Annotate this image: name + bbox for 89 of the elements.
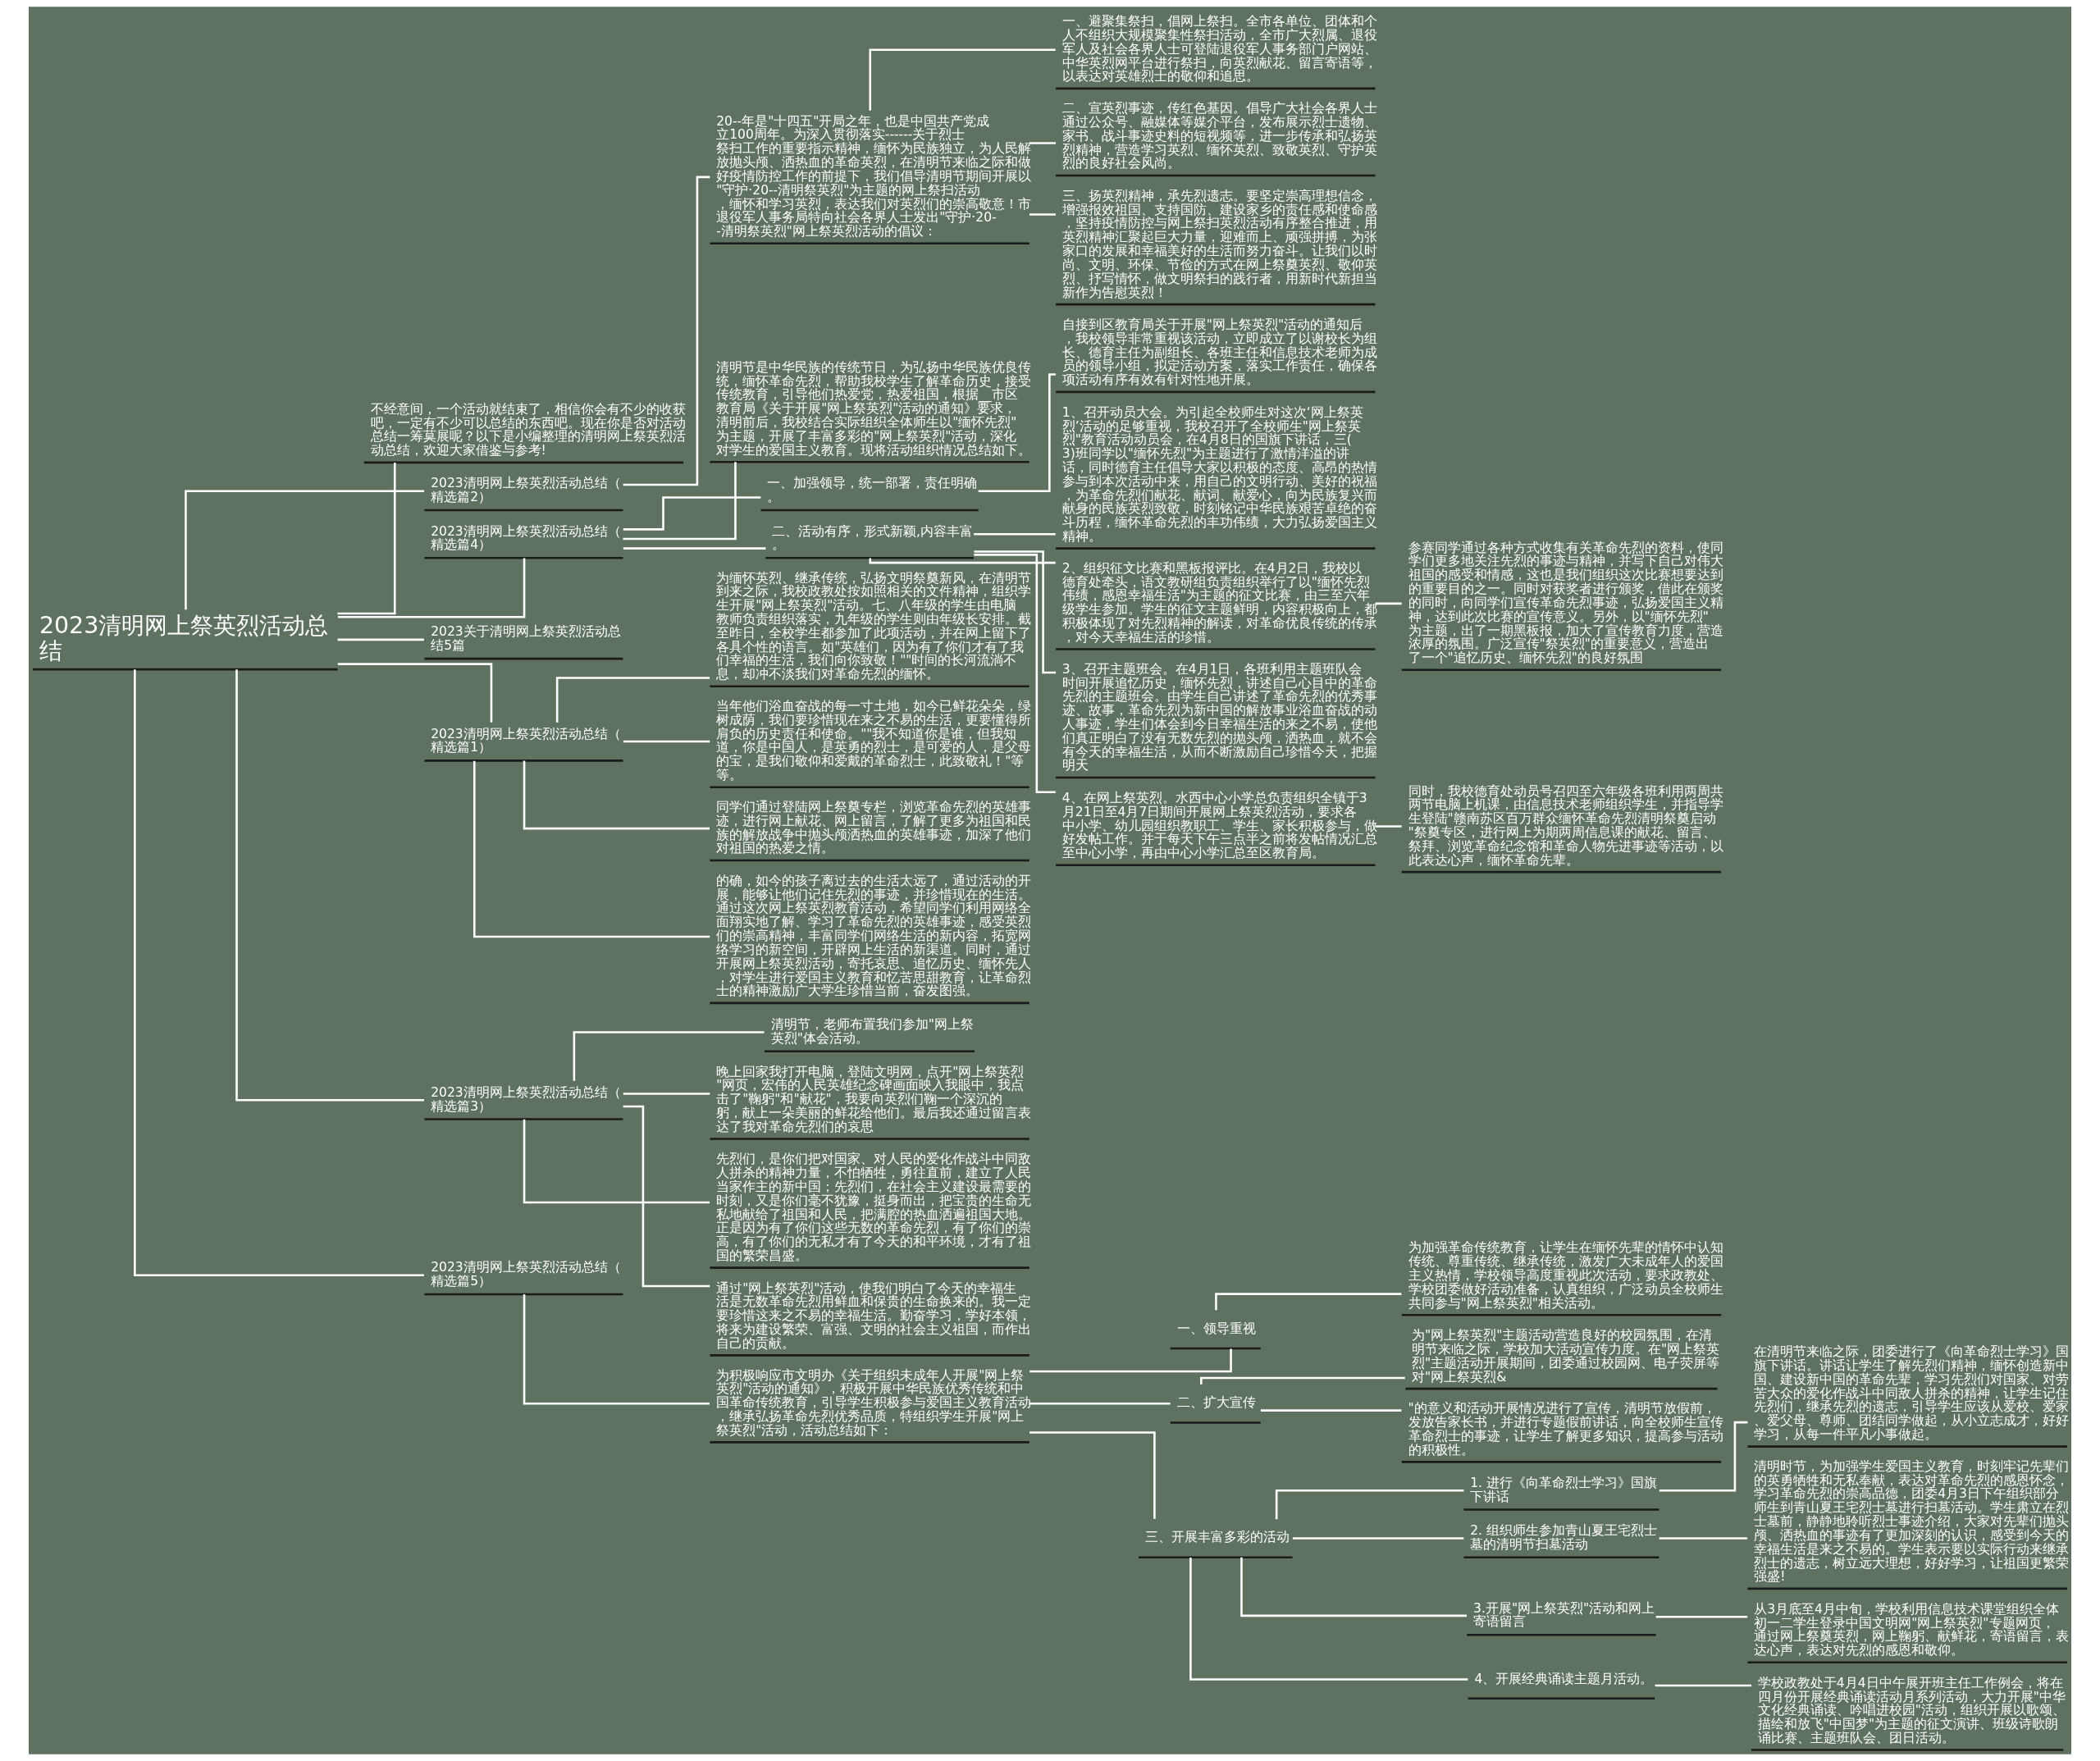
connector xyxy=(1260,1409,1402,1412)
node-text: 2023关于清明网上祭英烈活动总结5篇 xyxy=(431,624,621,654)
connector xyxy=(573,1031,765,1081)
node-text: 通过"网上祭英烈"活动，使我们明白了今天的幸福生活是无数革命先烈用鲜血和保贵的生命换来的。我一定要珍惜这来之不易的幸福生活。勤奋学习，学好本领，将来为建设繁荣、富强、文明的社会主义祖国，而作出自己的贡献。 xyxy=(716,1280,1032,1351)
node-text: 2023清明网上祭英烈活动总结 xyxy=(39,611,329,664)
connector xyxy=(1375,825,1402,828)
connector xyxy=(1189,1558,1468,1681)
connector xyxy=(1029,1348,1232,1373)
connector xyxy=(869,48,1056,111)
connector xyxy=(472,760,710,938)
connector xyxy=(869,558,1056,564)
connector xyxy=(1200,1376,1405,1385)
connector xyxy=(974,532,1056,536)
connector xyxy=(1655,1684,1751,1687)
node-text: 20--年是"十四五"开局之年，也是中国共产党成立100周年。为深入贯彻落实------关于烈士祭扫工作的重要指示精神，缅怀为民族独立，为人民解放抛头颅、洒热血的革命英烈，在清明节来临之际和做好疫情防控工作的前提下，我们倡导清明节期间开展以"守护·20--清明祭英烈"为主题的网上祭扫活动，缅怀和学习英烈，表达我们对英烈们的崇高敬意！市退役军人事务局特向社会各界人士发出"守护·20--清明祭英烈"网上祭英烈活动的倡议： xyxy=(716,113,1032,240)
connector xyxy=(978,373,1057,493)
connector xyxy=(623,740,710,743)
node-text: 为积极响应市文明办《关于组织未成年人开展"网上祭英烈"活动的通知》，积极开展中华民族优秀传统和中国革命传统教育，引导学生积极参与爱国主义教育活动，继承弘扬革命先烈优秀品质，特组织学生开展"网上祭英烈"活动，活动总结如下： xyxy=(716,1367,1032,1438)
node-text: 同学们通过登陆网上祭奠专栏，浏览革命先烈的英雄事迹，进行网上献花、网上留言，了解了更多为祖国和民族的解放战争中抛头颅洒热血的英雄事迹，加深了他们对祖国的热爱之情。 xyxy=(716,799,1032,856)
node-text: 2023清明网上祭英烈活动总结（精选篇1） xyxy=(431,726,621,755)
connector xyxy=(623,176,710,486)
node-text: 2023清明网上祭英烈活动总结（精选篇2） xyxy=(431,476,621,505)
connector xyxy=(1655,1615,1748,1618)
node-text: 同时，我校德育处动员号召四至六年级各班利用两周共两节电脑上机课，由信息技术老师组织学生，并指导学生登陆"赣南苏区百万群众缅怀革命先烈清明祭奠启动"祭奠专区，进行网上为期两周信息课的献花、留言、祭拜、浏览革命纪念馆和革命人物先进事迹等活动，以此表达心声，缅怀革命先辈。 xyxy=(1408,783,1723,868)
connector xyxy=(337,462,396,615)
connector xyxy=(337,558,526,618)
connector xyxy=(623,547,766,550)
node-text: 清明时节，为加强学生爱国主义教育，时刻牢记先辈们的英勇牺牲和无私奉献，表达对革命先烈的感恩怀念，学习革命先烈的崇高品德，团委4月3日下午组织部分师生到青山夏王宅烈士墓进行扫墓活动。学生肃立在烈士墓前，静静地聆听烈士事迹介绍，大家对先辈们抛头颅、洒热血的事迹有了更加深刻的认识，感受到今天的幸福生活是来之不易的。学生表示要以实际行动来继承烈士的遗志，树立远大理想，好好学习，让祖国更繁荣强盛! xyxy=(1754,1458,2070,1585)
node-text: 从3月底至4月中旬，学校利用信息技术课堂组织全体初一二学生登录中国文明网"网上祭英烈"专题网页，通过网上祭奠英烈，网上鞠躬、献鲜花，寄语留言，表达心声，表达对先烈的感恩和敬仰。 xyxy=(1754,1601,2070,1658)
node-text: 二、扩大宣传 xyxy=(1176,1395,1256,1411)
connector xyxy=(1240,1557,1468,1617)
connector xyxy=(1275,1489,1464,1520)
node-text: 2023清明网上祭英烈活动总结（精选篇3） xyxy=(431,1084,621,1114)
node-text: 的确，如今的孩子离过去的生活太远了，通过活动的开展，能够让他们记住先烈的事迹，并珍惜现在的生活。通过这次网上祭英烈教育活动，希望同学们利用网络全面翔实地了解、学习了革命先烈的英雄事迹，感受英烈们的崇高精神，丰富同学们网络生活的新内容，拓宽网络学习的新空间，开辟网上生活的新渠道。同时，通过开展网上祭英烈活动，寄托哀思、追忆历史、缅怀先人，对学生进行爱国主义教育和忆苦思甜教育，让革命烈士的精神激励广大学生珍惜当前，奋发图强。 xyxy=(716,873,1032,999)
node-text: 为"网上祭英烈"主题活动营造良好的校园氛围，在清明节来临之际，学校加大活动宣传力度。在"网上祭英烈"主题活动开展期间，团委通过校园网、电子荧屏等对"网上祭英烈& xyxy=(1412,1328,1720,1385)
connector xyxy=(623,462,737,541)
connector xyxy=(1215,1293,1402,1311)
node-text: 一、加强领导，统一部署，责任明确。 xyxy=(767,476,978,505)
connector xyxy=(1375,602,1402,605)
connector xyxy=(1659,1421,1748,1492)
connector xyxy=(1029,1402,1171,1405)
connector xyxy=(1659,1537,1748,1540)
node-text: 为缅怀英烈、继承传统，弘扬文明祭奠新风，在清明节到来之际，我校政教处按如照相关的文件精神，组织学生开展"网上祭英烈"活动。七、八年级的学生由电脑教师负责组织落实，九年级的学生则由年级长安排。截至昨日，全校学生都参加了此项活动，并在网上留下了各具个性的语言。如"英雄们，因为有了你们才有了我们幸福的生活，我们向你致敬！""时间的长河流淌不息，却冲不淡我们对革命先烈的缅怀。 xyxy=(716,570,1032,682)
node-text: 2、组织征文比赛和黑板报评比。在4月2日，我校以德育处牵头，语文教研组负责组织举行了以"缅怀先烈伟绩，感恩幸福生活"为主题的征文比赛，由三至六年级学生参加。学生的征文主题鲜明，内容积极向上，都积极体现了对先烈精神的解读，对革命优良传统的传承，对今天幸福生活的珍惜。 xyxy=(1061,560,1377,645)
connector xyxy=(623,1105,710,1288)
node-text: 4、开展经典诵读主题月活动。 xyxy=(1474,1671,1654,1686)
node-text: 2. 组织师生参加青山夏王宅烈士墓的清明节扫墓活动 xyxy=(1470,1523,1657,1552)
node-text: 二、活动有序，形式新颖,内容丰富。 xyxy=(772,523,974,553)
connector xyxy=(1029,1431,1156,1519)
node-text: 一、避聚集祭扫，倡网上祭扫。全市各单位、团体和个人不组织大规模聚集性祭扫活动，全市广大烈属、退役军人及社会各界人士可登陆退役军人事务部门户网站、中华英烈网平台进行祭扫，向英烈献花、留言寄语等，以表达对英雄烈士的敬仰和追思。 xyxy=(1061,14,1377,84)
node-text: 1、召开动员大会。为引起全校师生对这次‘网上祭英烈’活动的足够重视，我校召开了全校师生"网上祭英烈"教育活动动员会，在4月8日的国旗下讲话，三(3)班同学以"缅怀先烈"为主题进行了激情洋溢的讲话，同时德育主任倡导大家以积极的态度、高昂的热情参与到本次活动中来，用自己的文明行动、美好的祝福，为革命先烈们献花、献词、献爱心，向为民族复兴而献身的民族英烈致敬，时刻铭记中华民族艰苦卓绝的奋斗历程，缅怀革命先烈的丰功伟绩，大力弘扬爱国主义精神。 xyxy=(1061,404,1377,545)
node-text: 三、开展丰富多彩的活动 xyxy=(1144,1530,1290,1545)
node-text: 清明节，老师布置我们参加"网上祭英烈"体会活动。 xyxy=(770,1017,974,1046)
node-text: 1. 进行《向革命烈士学习》国旗下讲话 xyxy=(1470,1475,1657,1504)
node-text: 一、领导重视 xyxy=(1176,1321,1256,1336)
node-text: "的意义和活动开展情况进行了宣传，清明节放假前，发放告家长书，并进行专题假前讲话，向全校师生宣传革命烈士的事迹，让学生了解更多知识，提高参与活动的积极性。 xyxy=(1408,1401,1723,1458)
connector xyxy=(1029,142,1056,144)
node-text: 学校政教处于4月4日中午展开班主任工作例会，将在四月份开展经典诵读活动月系列活动，大力开展"中华文化经典诵读、吟唱进校园"活动，组织开展以歌颂、描绘和放飞"中国梦"为主题的征文演讲、班级诗歌朗诵比赛、主题班队会、团日活动。 xyxy=(1757,1675,2066,1745)
connector xyxy=(523,1119,710,1204)
node-text: 不经意间，一个活动就结束了，相信你会有不少的收获吧，一定有不少可以总结的东西吧。现在你是否对活动总结一筹莫展呢？以下是小编整理的清明网上祭英烈活动总结，欢迎大家借鉴与参考! xyxy=(370,401,686,458)
node-text: 参赛同学通过各种方式收集有关革命先烈的资料，使同学们更多地关注先烈的事迹与精神，并写下自己对伟大祖国的感受和情感，这也是我们组织这次比赛想要达到的重要目的之一。同时对获奖者进行颁奖，借此在颁奖的同时，向同学们宣传革命先烈事迹，弘扬爱国主义精神，达到此次比赛的宣传意义。另外，以"缅怀先烈"为主题，出了一期黑板报，加大了宣传教育力度，营造浓厚的氛围。广泛宣传"祭英烈"的重要意义，营造出了一个"追忆历史、缅怀先烈"的良好氛围 xyxy=(1408,540,1723,666)
node-text: 三、扬英烈精神，承先烈遗志。要坚定崇高理想信念，增强报效祖国、支持国防、建设家乡的责任感和使命感，坚持疫情防控与网上祭扫英烈活动有序整合推进，用英烈精神汇聚起巨大力量，迎难而上、顽强拼搏，为张家口的发展和幸福美好的生活而努力奋斗。让我们以时尚、文明、环保、节俭的方式在网上祭奠英烈、敬仰英烈、抒写情怀，做文明祭扫的践行者，用新时代新担当新作为告慰英烈！ xyxy=(1061,188,1377,300)
connector xyxy=(523,1294,710,1405)
connector xyxy=(337,638,424,641)
node-text: 3.开展"网上祭英烈"活动和网上寄语留言 xyxy=(1473,1600,1655,1630)
connector xyxy=(523,760,710,830)
connector xyxy=(1292,1537,1464,1540)
node-text: 2023清明网上祭英烈活动总结（精选篇4） xyxy=(431,523,621,553)
connector xyxy=(555,677,710,723)
node-text: 在清明节来临之际，团委进行了《向革命烈士学习》国旗下讲话。讲话让学生了解先烈们精神，缅怀创造新中国、建设新中国的革命先辈，学习先烈们对国家、对劳苦大众的爱化作战斗中同敌人拼杀的精神，让学生记住先烈们，继承先烈的遗志，引导学生应该从爱校、爱家、爱父母、尊师、团结同学做起，从小立志成才，好好学习，从每一件平凡小事做起。 xyxy=(1754,1344,2070,1443)
connector xyxy=(623,1093,710,1095)
node-text: 晚上回家我打开电脑，登陆文明网，点开"网上祭英烈"网页，宏伟的人民英雄纪念碑画面映入我眼中，我点击了"鞠躬"和"献花"，我要向英烈们鞠一个深沉的躬，献上一朵美丽的鲜花给他们。最后我还通过留言表达了我对革命先烈们的哀思 xyxy=(716,1064,1032,1134)
node-text: 4、在网上祭英烈。水西中心小学总负责组织全镇于3月21日至4月7日期间开展网上祭英烈活动，要求各中小学、幼儿园组织教职工、学生、家长积极参与，做好发帖工作。并于每天下午三点半之前将发帖情况汇总至中心小学，再由中心小学汇总至区教育局。 xyxy=(1061,790,1377,861)
connector xyxy=(337,663,493,723)
node-text: 清明节是中华民族的传统节日，为弘扬中华民族优良传统，缅怀革命先烈，帮助我校学生了解革命历史，接受传统教育，引导他们热爱党，热爱祖国，根据__市区教育局《关于开展"网上祭英烈"活动的通知》要求，清明前后，我校结合实际组织全体师生以"缅怀先烈"为主题，开展了丰富多彩的"网上祭英烈"活动，深化对学生的爱国主义教育。现将活动组织情况总结如下。 xyxy=(716,359,1032,458)
connector xyxy=(185,490,425,610)
connector xyxy=(974,554,1056,794)
connector xyxy=(974,550,1057,674)
node-text: 自接到区教育局关于开展"网上祭英烈"活动的通知后，我校领导非常重视该活动，立即成立了以谢校长为组长、德育主任为副组长、各班主任和信息技术老师为成员的领导小组，拟定活动方案，落实工作责任，确保各项活动有序有效有针对性地开展。 xyxy=(1061,317,1377,388)
connector xyxy=(235,669,425,1102)
node-text: 当年他们浴血奋战的每一寸土地，如今已鲜花朵朵，绿树成荫，我们要珍惜现在来之不易的生活，更要懂得所肩负的历史责任和使命。""我不知道你是谁，但我知道，你是中国人，是英勇的烈士，是可爱的人，是父母的宝，是我们敬仰和爱戴的革命烈士，此致敬礼！"等等。 xyxy=(716,699,1032,783)
connector xyxy=(623,496,761,531)
node-text: 二、宣英烈事迹，传红色基因。倡导广大社会各界人士通过公众号、融媒体等媒介平台，发布展示烈士遗物、家书、战斗事迹史料的短视频等，进一步传承和弘扬英烈精神，营造学习英烈、缅怀英烈、致敬英烈、守护英烈的良好社会风尚。 xyxy=(1061,101,1377,171)
node-text: 为加强革命传统教育，让学生在缅怀先辈的情怀中认知传统、尊重传统、继承传统，激发广大未成年人的爱国主义热情，学校领导高度重视此次活动，要求政教处、学校团委做好活动准备，认真组织，广泛动员全校师生共同参与"网上祭英烈"相关活动。 xyxy=(1408,1240,1723,1311)
node-text: 2023清明网上祭英烈活动总结（精选篇5） xyxy=(431,1260,621,1289)
connector xyxy=(1029,213,1056,216)
node-text: 3、召开主题班会。在4月1日，各班利用主题班队会时间开展追忆历史，缅怀先烈，讲述自己心目中的革命先烈的主题班会。由学生自己讲述了革命先烈的优秀事迹、故事，革命先烈为新中国的解放事业浴血奋战的动人事迹，学生们体会到今日幸福生活的来之不易，使他们真正明白了没有无数先烈的抛头颅，洒热血，就不会有今天的幸福生活，从而不断激励自己珍惜今天，把握明天 xyxy=(1061,661,1377,773)
connector xyxy=(134,669,424,1276)
node-text: 先烈们，是你们把对国家、对人民的爱化作战斗中同敌人拼杀的精神力量，不怕牺牲，勇往直前，建立了人民当家作主的新中国；先烈们，在社会主义建设最需要的时刻，又是你们毫不犹豫，挺身而出，把宝贵的生命无私地献给了祖国和人民，把满腔的热血洒遍祖国大地。正是因为有了你们这些无数的革命先烈，有了你们的崇高，有了你们的无私才有了今天的和平环境，才有了祖国的繁荣昌盛。 xyxy=(716,1152,1032,1264)
